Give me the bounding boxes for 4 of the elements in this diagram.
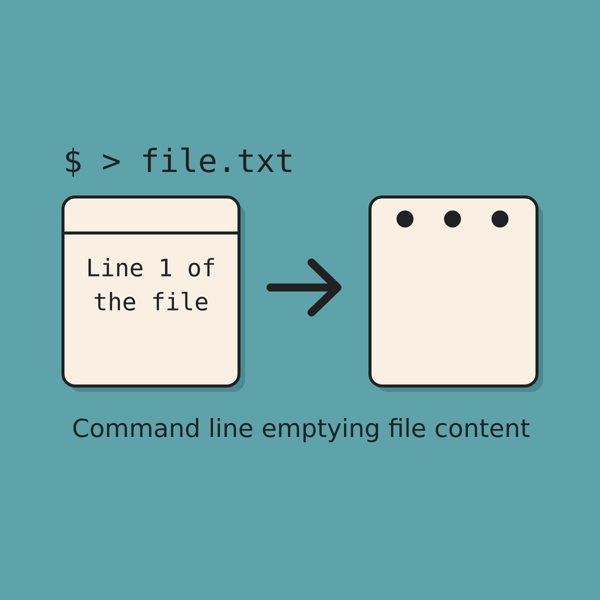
command-text: $ > file.txt bbox=[66, 148, 292, 177]
file-window: Line 1 of the file bbox=[62, 196, 245, 392]
caption: Command line emptying file content bbox=[73, 418, 530, 442]
empty-file-window bbox=[368, 196, 543, 392]
